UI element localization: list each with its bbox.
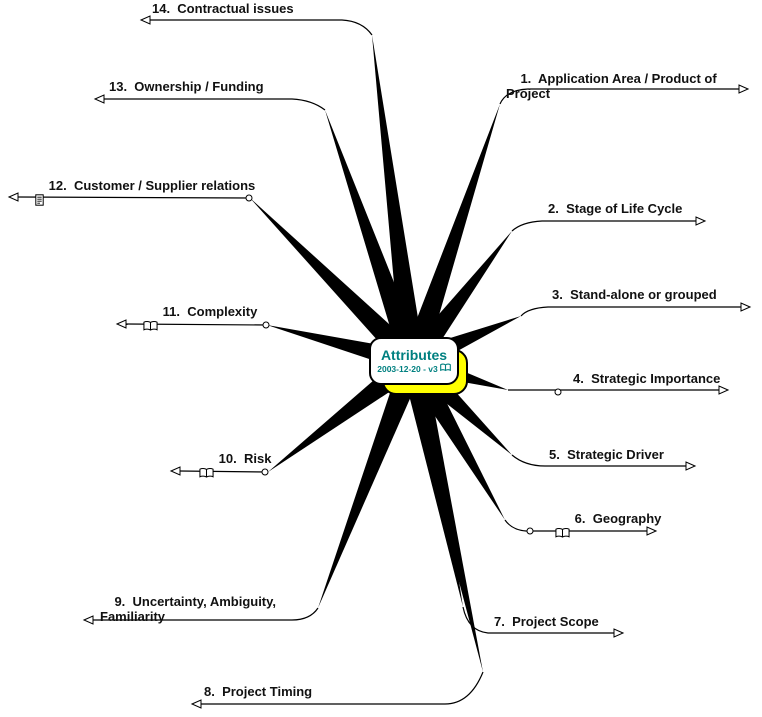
branch-stand-alone-or-grouped[interactable]: 3. Stand-alone or grouped — [552, 287, 717, 302]
arrowhead-icons — [7, 15, 752, 709]
book-icon — [121, 305, 158, 350]
branch-contractual-issues[interactable]: 14. Contractual issues — [152, 1, 294, 16]
branch-label-text: 5. Strategic Driver — [549, 447, 664, 462]
book-icon — [177, 452, 214, 497]
branch-complexity[interactable]: 11. Complexity — [121, 304, 257, 350]
branch-label-text: 13. Ownership / Funding — [109, 79, 264, 94]
note-icon — [13, 179, 44, 224]
branch-ownership-funding[interactable]: 13. Ownership / Funding — [109, 79, 264, 94]
branch-label-text: 9. Uncertainty, Ambiguity, Familiarity — [100, 594, 277, 624]
branch-strategic-driver[interactable]: 5. Strategic Driver — [549, 447, 664, 462]
branch-label-text: 4. Strategic Importance — [573, 371, 721, 386]
branch-project-timing[interactable]: 8. Project Timing — [204, 684, 312, 699]
branch-label-text: 2. Stage of Life Cycle — [548, 201, 683, 216]
branch-label-text: 3. Stand-alone or grouped — [552, 287, 717, 302]
center-node-subtitle: 2003-12-20 - v3 — [377, 363, 451, 375]
branch-project-scope[interactable]: 7. Project Scope — [494, 614, 599, 629]
branch-uncertainty-ambiguity-familiarity[interactable]: 9. Uncertainty, Ambiguity, Familiarity — [100, 579, 315, 639]
branch-label-text: 8. Project Timing — [204, 684, 313, 699]
branch-label-text: 10. Risk — [218, 451, 272, 466]
branch-strategic-importance[interactable]: 4. Strategic Importance — [573, 371, 720, 386]
branch-label-text: 6. Geography — [574, 511, 662, 526]
branch-label-text: 11. Complexity — [162, 304, 258, 319]
branch-label-text: 12. Customer / Supplier relations — [48, 178, 256, 193]
branch-label-text: 7. Project Scope — [494, 614, 599, 629]
book-icon — [533, 512, 570, 557]
branch-underlines — [17, 19, 741, 705]
branch-spokes — [250, 35, 521, 672]
center-node-date: 2003-12-20 - v3 — [377, 363, 438, 374]
branch-application-area[interactable]: 1. Application Area / Product of Project — [506, 56, 758, 116]
center-node-title: Attributes — [380, 347, 448, 363]
center-node-attributes[interactable]: Attributes 2003-12-20 - v3 — [369, 337, 459, 385]
branch-risk[interactable]: 10. Risk — [177, 451, 271, 497]
branch-stage-of-life-cycle[interactable]: 2. Stage of Life Cycle — [548, 201, 682, 216]
branch-label-text: 14. Contractual issues — [152, 1, 294, 16]
branch-customer-supplier-relations[interactable]: 12. Customer / Supplier relations — [13, 178, 255, 224]
book-icon — [439, 363, 451, 375]
junction-dots — [245, 194, 562, 535]
branch-geography[interactable]: 6. Geography — [533, 511, 661, 557]
branch-label-text: 1. Application Area / Product of Project — [506, 71, 717, 101]
